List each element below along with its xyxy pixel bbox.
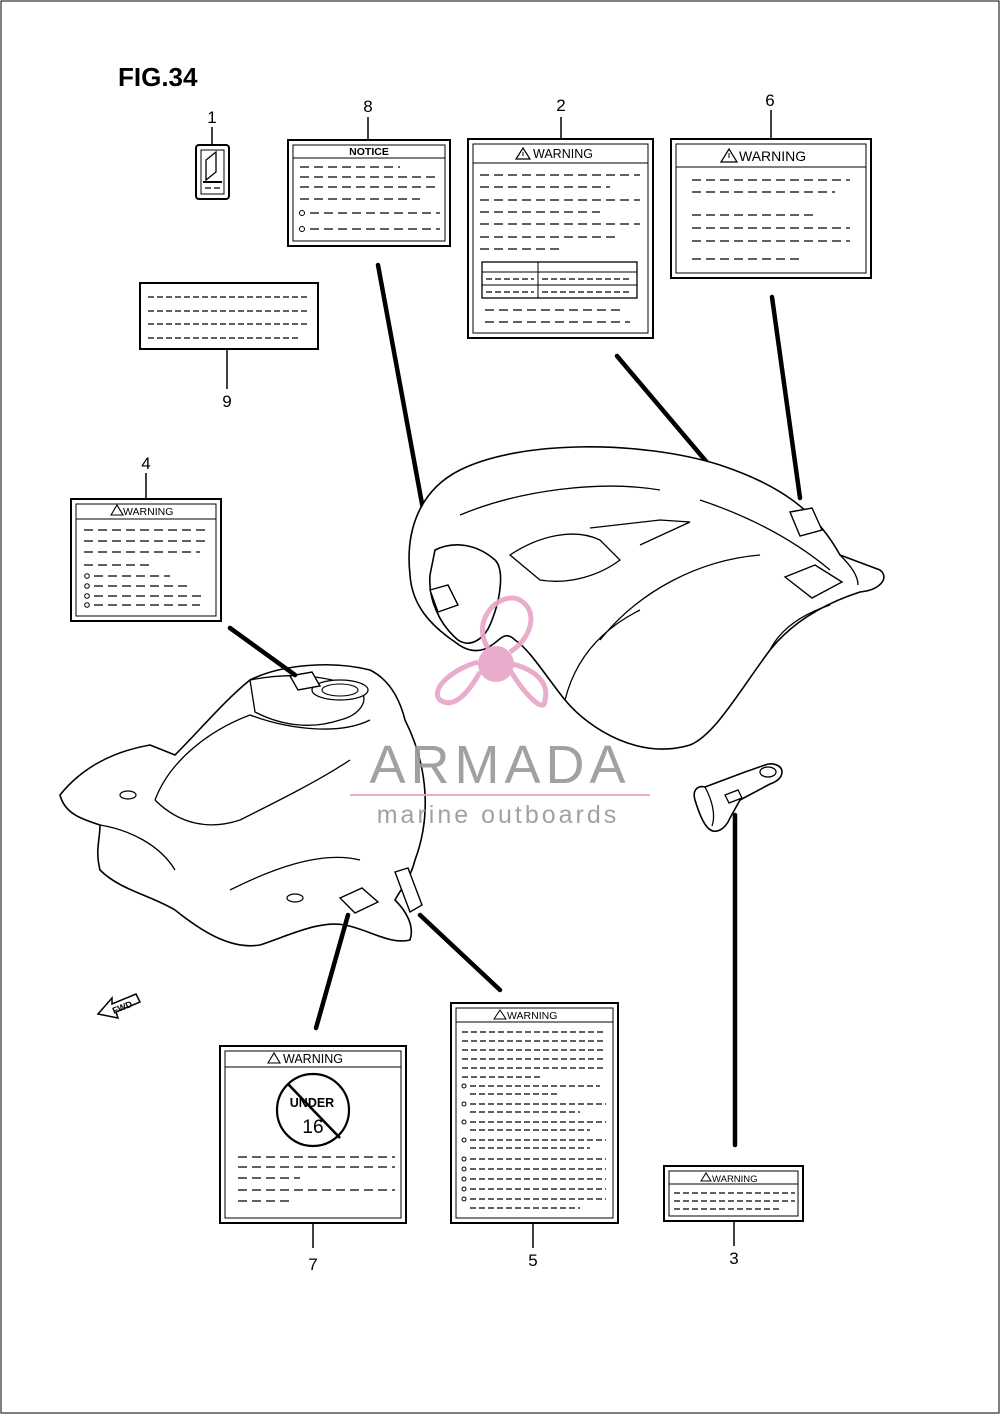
notice-heading: NOTICE bbox=[349, 146, 389, 158]
warning-heading-7: WARNING bbox=[283, 1052, 343, 1066]
label-7-age-warning[interactable]: WARNING UNDER 16 bbox=[219, 1045, 407, 1224]
label-9-info-sticker[interactable] bbox=[139, 282, 319, 350]
warning-heading-5: WARNING bbox=[507, 1010, 557, 1022]
warning-heading-4: WARNING bbox=[123, 506, 173, 518]
lever-part bbox=[693, 763, 783, 832]
label-1-switch-plate[interactable] bbox=[195, 144, 230, 200]
label-6-warning[interactable]: WARNING bbox=[670, 138, 872, 279]
callout-6: 6 bbox=[765, 91, 774, 110]
callout-1: 1 bbox=[207, 108, 216, 127]
pointer-4 bbox=[227, 625, 298, 678]
warning-heading-3: WARNING bbox=[712, 1174, 758, 1185]
callout-3: 3 bbox=[729, 1249, 738, 1268]
label-2-warning[interactable]: WARNING bbox=[467, 138, 654, 339]
warning-heading-6: WARNING bbox=[739, 148, 806, 164]
propeller-logo-icon bbox=[435, 595, 549, 708]
label-3-warning[interactable]: WARNING bbox=[663, 1165, 804, 1222]
label-5-warning[interactable]: WARNING bbox=[450, 1002, 619, 1224]
pointer-7 bbox=[313, 912, 351, 1031]
callout-2: 2 bbox=[556, 96, 565, 115]
pointer-6 bbox=[769, 294, 803, 501]
label-8-notice[interactable]: NOTICE bbox=[287, 139, 451, 247]
age-text: 16 bbox=[302, 1117, 323, 1138]
fwd-label: FWD bbox=[111, 999, 134, 1016]
propeller-hub-icon bbox=[478, 646, 514, 682]
callout-9: 9 bbox=[222, 392, 231, 411]
label-4-warning[interactable]: WARNING bbox=[70, 498, 222, 622]
warning-heading-2: WARNING bbox=[533, 147, 593, 161]
callout-7: 7 bbox=[308, 1255, 317, 1274]
rear-fender-body bbox=[408, 446, 885, 750]
front-fender-body bbox=[59, 664, 427, 947]
armada-watermark: ARMADA marine outboards bbox=[350, 595, 650, 829]
pointer-5 bbox=[417, 912, 503, 993]
watermark-tagline: marine outboards bbox=[377, 801, 620, 829]
fwd-arrow-icon: FWD bbox=[96, 993, 142, 1019]
watermark-brand: ARMADA bbox=[369, 735, 630, 795]
figure-title: FIG.34 bbox=[118, 62, 198, 92]
callout-8: 8 bbox=[363, 97, 372, 116]
callout-5: 5 bbox=[528, 1251, 537, 1270]
under-text: UNDER bbox=[290, 1096, 334, 1110]
callout-4: 4 bbox=[141, 454, 150, 473]
